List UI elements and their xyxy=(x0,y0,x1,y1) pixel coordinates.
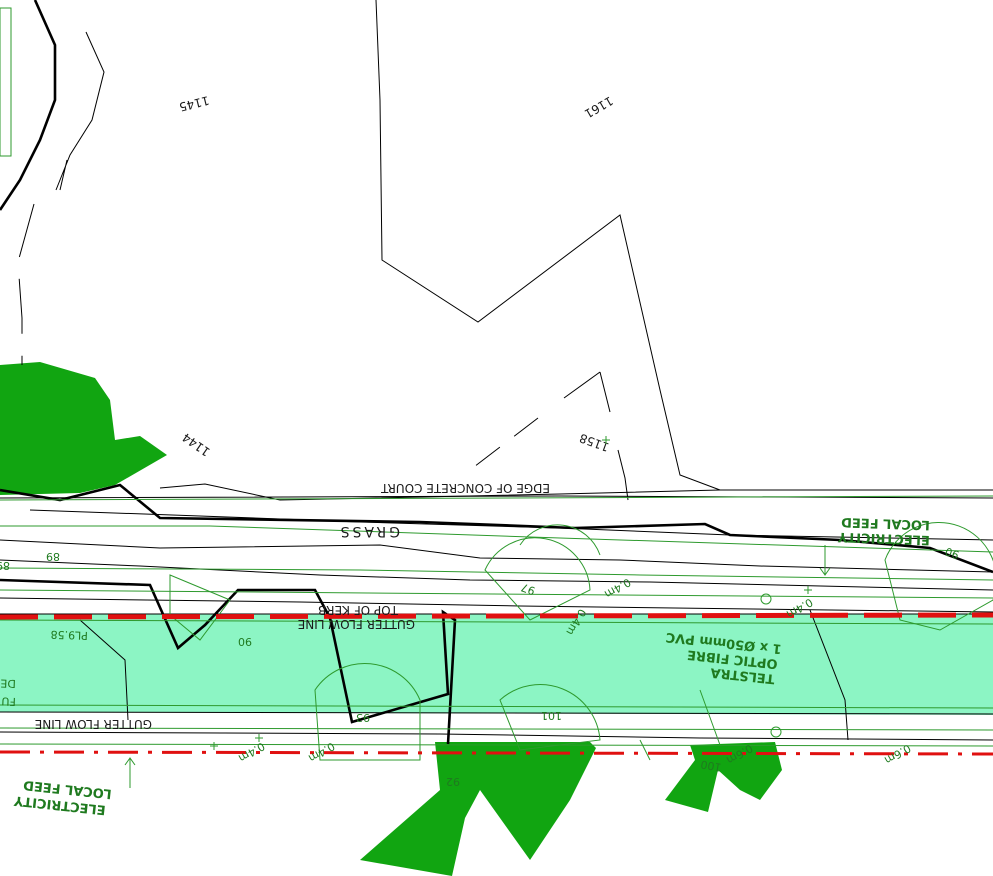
service-dash-1 xyxy=(639,689,721,761)
utility-dash-upper xyxy=(0,612,993,620)
court-edge-line-lower xyxy=(0,495,993,499)
spot-level: 97 xyxy=(519,580,537,597)
cross-mark xyxy=(602,436,610,444)
tree-symbol-6 xyxy=(519,524,601,556)
tree-symbol-4 xyxy=(499,684,601,751)
service-line-a xyxy=(0,495,993,501)
edge-of-court-label: EDGE OF CONCRETE COURT xyxy=(380,481,550,495)
service-line-h xyxy=(0,743,993,747)
grass-line-lower xyxy=(0,539,993,573)
contour-label-1145: 1145 xyxy=(178,93,211,114)
contour-1145 xyxy=(55,31,105,191)
service-left xyxy=(79,619,129,721)
contour-1161 xyxy=(375,0,721,491)
spot-level: 93 xyxy=(356,711,370,724)
tree-symbol-1 xyxy=(169,574,231,641)
service-line-g xyxy=(0,727,993,731)
tree-canopy-bottom-center xyxy=(360,742,596,876)
utility-dash-lower xyxy=(0,750,993,756)
boundary-kerb xyxy=(0,578,457,745)
spot-level: 92 xyxy=(446,775,460,788)
contour-label-1144: 1144 xyxy=(180,430,213,459)
tree-canopy-left xyxy=(0,362,167,495)
depth-label: 0.4m xyxy=(306,739,337,764)
gutter-flow-upper-label: GUTTER FLOW LINE xyxy=(298,617,415,631)
gutter-flow-lower xyxy=(0,711,993,715)
contour-mid-dash xyxy=(469,417,539,471)
top-of-kerb-line xyxy=(0,597,993,613)
telstra-label-line1: TELSTRA xyxy=(710,664,776,686)
contour-inner xyxy=(563,371,611,413)
left-cut-label-1: FU xyxy=(1,694,16,707)
gutter-flow-lower-label: GUTTER FLOW LINE xyxy=(35,717,152,731)
spot-level: 101 xyxy=(541,709,562,722)
service-line-c xyxy=(0,567,993,581)
pit-marker-1 xyxy=(760,593,772,605)
depth-label: 0.4m xyxy=(602,575,633,600)
elec-right-label-line1: LOCAL FEED xyxy=(841,514,930,532)
tree-canopies xyxy=(0,362,782,876)
spot-level: 100 xyxy=(700,757,723,773)
tree-canopy-bottom-right xyxy=(665,742,782,812)
spot-level: 89 xyxy=(0,559,10,572)
tree-symbol-3 xyxy=(484,537,591,621)
cross-mark xyxy=(210,742,218,750)
service-line-d xyxy=(0,589,993,599)
elec-right-label-line2: ELECTRICITY xyxy=(837,529,930,547)
pl-label: PL9.58 xyxy=(50,628,88,642)
left-cut-label-2: DE xyxy=(0,676,16,690)
road-edge-lower xyxy=(0,731,993,741)
contour-label-1161: 1161 xyxy=(582,93,615,120)
boundary-top-left xyxy=(0,0,57,211)
service-right xyxy=(809,609,849,741)
grass-label: GRASS xyxy=(338,523,400,539)
left-edge-box xyxy=(0,7,12,157)
elec-arrow-right xyxy=(819,545,831,576)
service-line-e xyxy=(0,619,993,625)
survey-crosses xyxy=(210,436,812,750)
tree-symbol-2 xyxy=(314,662,421,761)
tree-symbol-5 xyxy=(884,521,993,631)
depth-label: 0.4m xyxy=(236,739,267,764)
depth-label: 0.6m xyxy=(882,741,913,766)
spot-level: 90 xyxy=(943,544,961,561)
pit-marker-2 xyxy=(770,726,782,738)
service-line-b xyxy=(0,525,993,553)
service-line-f xyxy=(0,704,993,709)
kerb-line xyxy=(0,559,993,591)
spot-level: 90 xyxy=(238,635,252,648)
cross-mark xyxy=(804,586,812,594)
top-of-kerb-label: TOP OF KERB xyxy=(318,603,399,617)
cross-mark xyxy=(255,734,263,742)
elec-arrow-left xyxy=(124,757,136,788)
spot-level: 89 xyxy=(46,550,60,563)
road-reserve-band xyxy=(0,614,993,715)
contour-left-dash xyxy=(17,203,35,365)
service-lines xyxy=(0,495,993,788)
utility-dashes xyxy=(0,612,993,756)
